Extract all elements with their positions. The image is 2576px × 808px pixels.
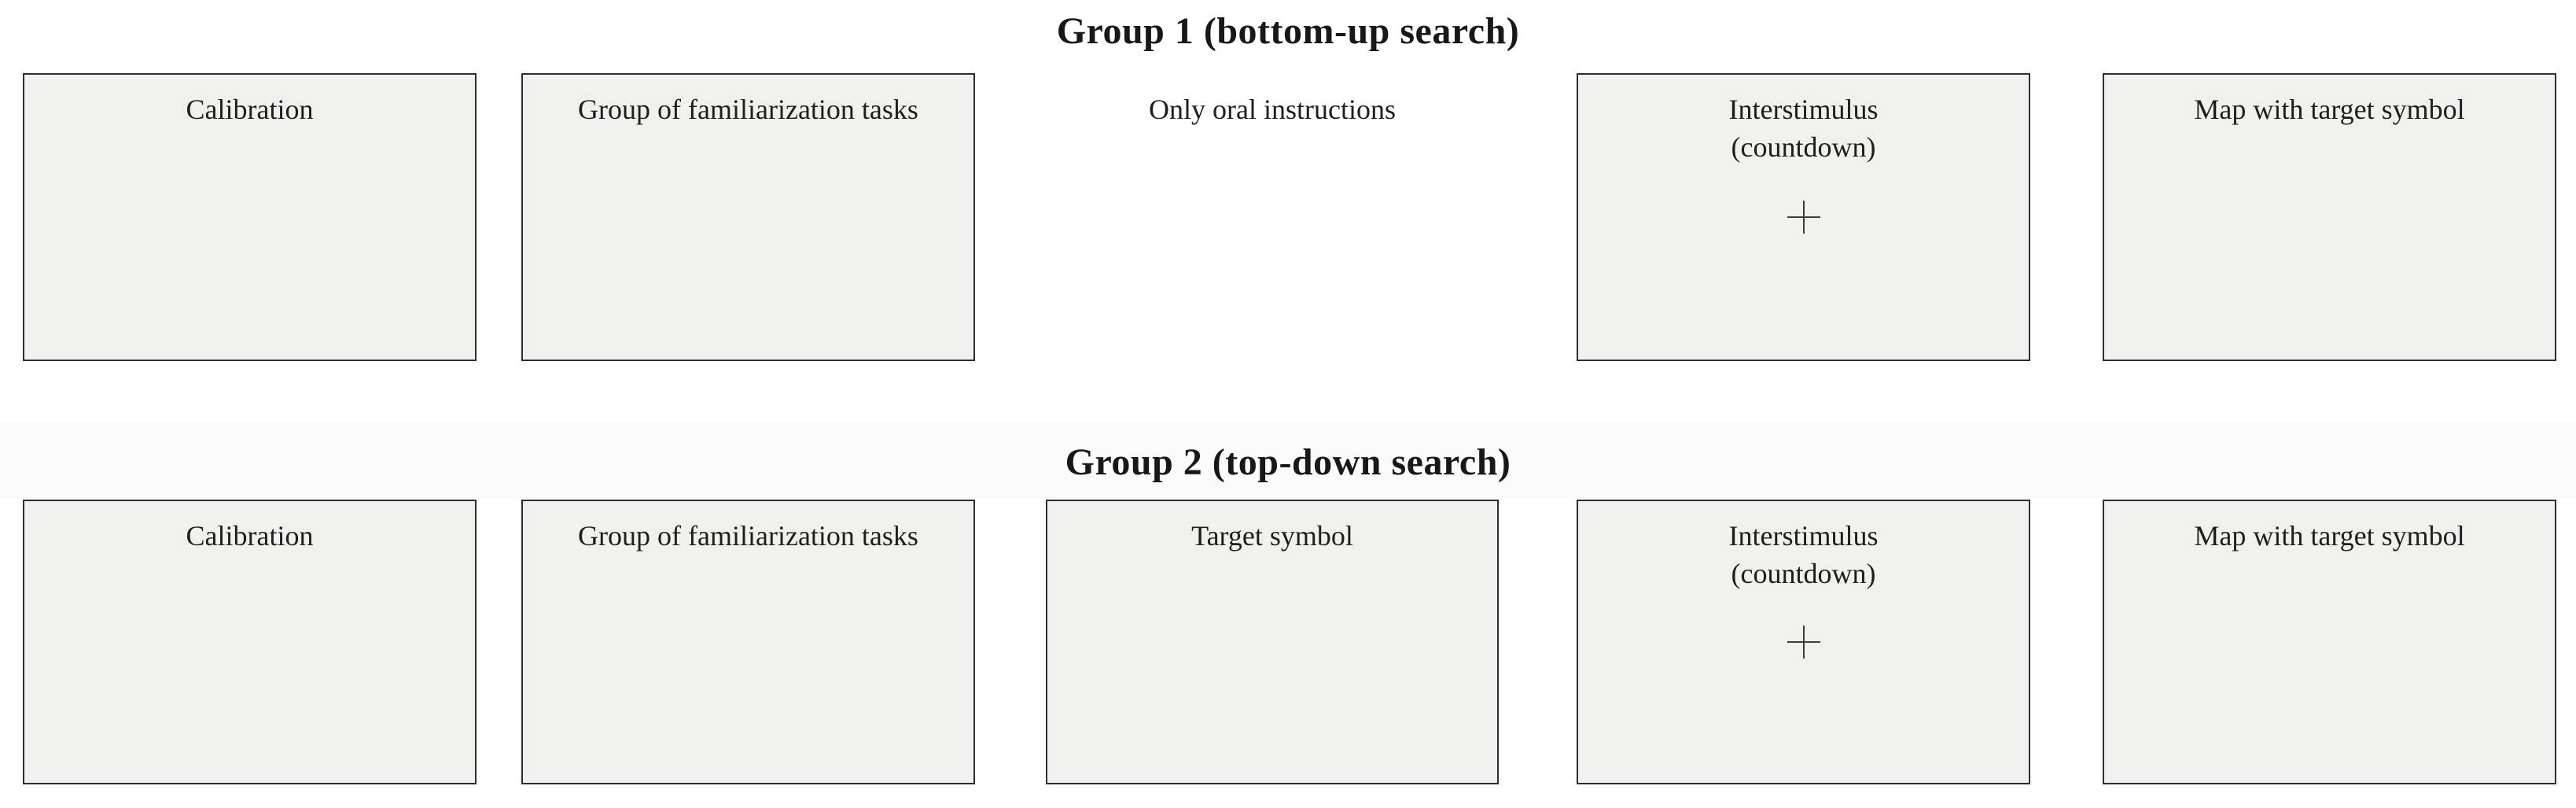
group-1-title: Group 1 (bottom-up search)	[1056, 10, 1520, 52]
step-text-oral-instructions-group1: Only oral instructions	[1046, 73, 1499, 361]
step-label: Interstimulus	[1728, 94, 1879, 125]
step-box-calibration-group1: Calibration	[23, 73, 477, 361]
group-2-title: Group 2 (top-down search)	[1065, 441, 1511, 483]
step-label: Map with target symbol	[2194, 94, 2465, 125]
step-label: Calibration	[186, 94, 314, 125]
step-label: Group of familiarization tasks	[578, 520, 918, 552]
step-label: Calibration	[186, 520, 314, 552]
step-box-interstimulus-group1: Interstimulus (countdown)	[1577, 73, 2030, 361]
fixation-cross-icon	[1787, 201, 1820, 234]
step-label: Interstimulus	[1728, 520, 1879, 552]
fixation-cross-icon	[1787, 625, 1820, 659]
step-label: Group of familiarization tasks	[578, 94, 918, 125]
step-label: Map with target symbol	[2194, 520, 2465, 552]
step-box-target-symbol-group2: Target symbol	[1046, 500, 1499, 784]
step-box-interstimulus-group2: Interstimulus (countdown)	[1577, 500, 2030, 784]
background-band	[0, 422, 2576, 498]
step-sublabel: (countdown)	[1731, 558, 1876, 589]
step-box-familiarization-group1: Group of familiarization tasks	[521, 73, 975, 361]
step-label: Only oral instructions	[1149, 94, 1396, 125]
step-sublabel: (countdown)	[1731, 131, 1876, 163]
step-box-map-target-group1: Map with target symbol	[2103, 73, 2556, 361]
step-box-calibration-group2: Calibration	[23, 500, 477, 784]
step-box-familiarization-group2: Group of familiarization tasks	[521, 500, 975, 784]
step-label: Target symbol	[1191, 520, 1353, 552]
step-box-map-target-group2: Map with target symbol	[2103, 500, 2556, 784]
